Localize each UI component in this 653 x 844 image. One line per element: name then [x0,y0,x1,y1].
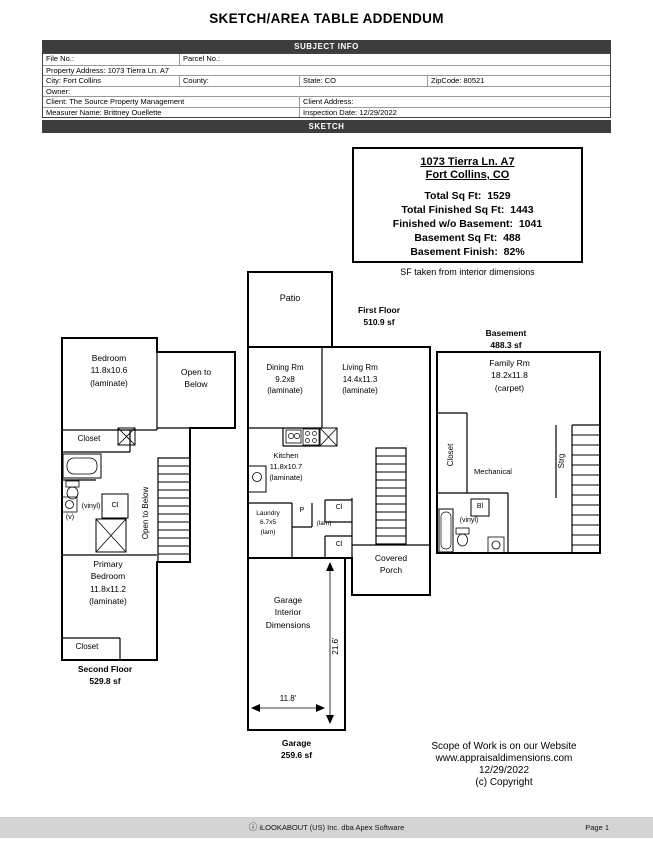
footer-brand-line: ⓘ iLOOKABOUT (US) Inc. dba Apex Software [0,817,653,838]
field-file-no: File No.: [46,54,74,63]
garage-interior-label: Garage Interior Dimensions [265,595,311,630]
vinyl-label: (vinyl) [81,503,101,510]
stairs [572,434,600,546]
bl-label: Bl [476,503,484,510]
window-icon [117,427,136,446]
garage-width-dimension [251,704,325,712]
scope-of-work: Scope of Work is on our Website www.appr… [431,741,577,788]
bedroom-label: Bedroom 11.8x10.6 (laminate) [90,353,128,388]
stairs [375,447,407,545]
summary-finished-wo-basement: Finished w/o Basement: 1041 [392,218,543,230]
closet-lower-label: Cl [335,541,343,548]
laundry-label: Laundry 6.7x5 (lam) [256,510,280,536]
family-rm-label: Family Rm 18.2x11.8 (carpet) [489,358,530,393]
bl-box [470,498,490,517]
sketch-header: SKETCH [42,120,611,133]
summary-address-line1: 1073 Tierra Ln. A7 [420,156,515,168]
field-measurer: Measurer Name: Brittney Ouellette [46,107,162,117]
sink-icon [61,496,78,513]
page-title: SKETCH/AREA TABLE ADDENDUM [209,11,444,26]
field-city: City: Fort Collins [46,76,102,85]
subject-info-table: File No.: Parcel No.: Property Address: … [42,53,611,118]
stairs-open-to-below-label: Open to Below [141,487,150,540]
kitchen-sink-icon [285,429,302,444]
garage-outline [247,557,346,731]
garage-depth-label: 21.6' [331,637,340,655]
subject-info-header: SUBJECT INFO [42,40,611,53]
basement-closet-label: Closet [446,443,455,466]
basement-area-label: Basement 488.3 sf [485,328,527,351]
toilet-icon [65,480,80,500]
table-row: Measurer Name: Brittney Ouellette Inspec… [43,106,610,117]
bathtub-icon [438,508,454,553]
sf-note: SF taken from interior dimensions [400,267,535,277]
page-number: Page 1 [585,823,609,832]
basement-vinyl-label: (vinyl) [459,517,479,524]
summary-total-finished: Total Finished Sq Ft: 1443 [401,204,534,216]
field-client: Client: The Source Property Management [46,97,185,106]
table-row: File No.: Parcel No.: [43,54,610,65]
field-zipcode: ZipCode: 80521 [427,76,610,86]
sink-icon [487,536,505,554]
second-floor-area-label: Second Floor 529.8 sf [77,664,133,687]
second-floor-plan [61,337,236,661]
stove-icon [302,428,320,446]
field-owner: Owner: [46,86,71,96]
closet-top-label: Closet [77,434,101,443]
cl-label: Cl [111,500,119,509]
basement-walls [437,412,600,553]
field-client-address: Client Address: [299,97,610,107]
footer-brand: iLOOKABOUT (US) Inc. dba Apex Software [259,823,405,832]
basement-outline [436,351,601,554]
basement-plan [436,351,601,554]
dining-label: Dining Rm 9.2x8 (laminate) [266,363,304,396]
first-floor-area-label: First Floor 510.9 sf [357,305,401,328]
field-inspection-date: Inspection Date: 12/29/2022 [299,107,610,117]
garage-depth-dimension [326,562,334,724]
footer: ⓘ iLOOKABOUT (US) Inc. dba Apex Software… [0,817,653,838]
appliance-icon [247,465,267,493]
closet-box [101,493,129,519]
field-state: State: CO [299,76,427,86]
patio-outline [247,271,333,348]
table-row: Client: The Source Property Management C… [43,96,610,107]
open-to-below-label: Open to Below [180,367,212,390]
stairs [157,457,191,563]
covered-porch-label: Covered Porch [374,553,408,576]
table-row: Owner: [43,85,610,97]
kitchen-label: Kitchen 11.8x10.7 (laminate) [269,451,303,482]
living-label: Living Rm 14.4x11.3 (laminate) [342,363,378,396]
primary-bedroom-label: Primary Bedroom 11.8x11.2 (laminate) [89,559,127,606]
summary-box: 1073 Tierra Ln. A7 Fort Collins, CO Tota… [352,147,583,263]
table-row: City: Fort Collins County: State: CO Zip… [43,75,610,86]
first-floor-plan [247,271,431,731]
garage-area-label: Garage 259.6 sf [280,738,313,761]
summary-basement-sq-ft: Basement Sq Ft: 488 [414,232,521,244]
closet-upper-label: Cl [335,504,343,511]
summary-address-line2: Fort Collins, CO [425,169,510,181]
patio-label: Patio [279,293,301,303]
bathtub-icon [62,453,102,479]
basement-storage-label: Strg [557,454,566,469]
pantry-label: P [299,507,305,514]
field-county: County: [179,76,299,86]
ilookabout-logo-icon: ⓘ [248,822,258,832]
first-floor-walls [248,347,430,558]
table-row: Property Address: 1073 Tierra Ln. A7 [43,64,610,76]
summary-basement-finish: Basement Finish: 82% [410,246,525,258]
mechanical-label: Mechanical [474,467,512,476]
v-label: (v) [65,514,75,521]
field-property-address: Property Address: 1073 Tierra Ln. A7 [46,65,169,75]
closet-bottom-label: Closet [75,642,99,651]
hall-lam-label: (lam) [316,520,332,527]
summary-total-sq-ft: Total Sq Ft: 1529 [424,190,511,202]
garage-width-label: 11.8' [279,694,297,703]
shower-icon [95,518,127,553]
second-floor-walls [62,352,190,660]
toilet-icon [455,527,470,547]
field-parcel-no: Parcel No.: [179,54,610,65]
window-icon [319,427,338,447]
